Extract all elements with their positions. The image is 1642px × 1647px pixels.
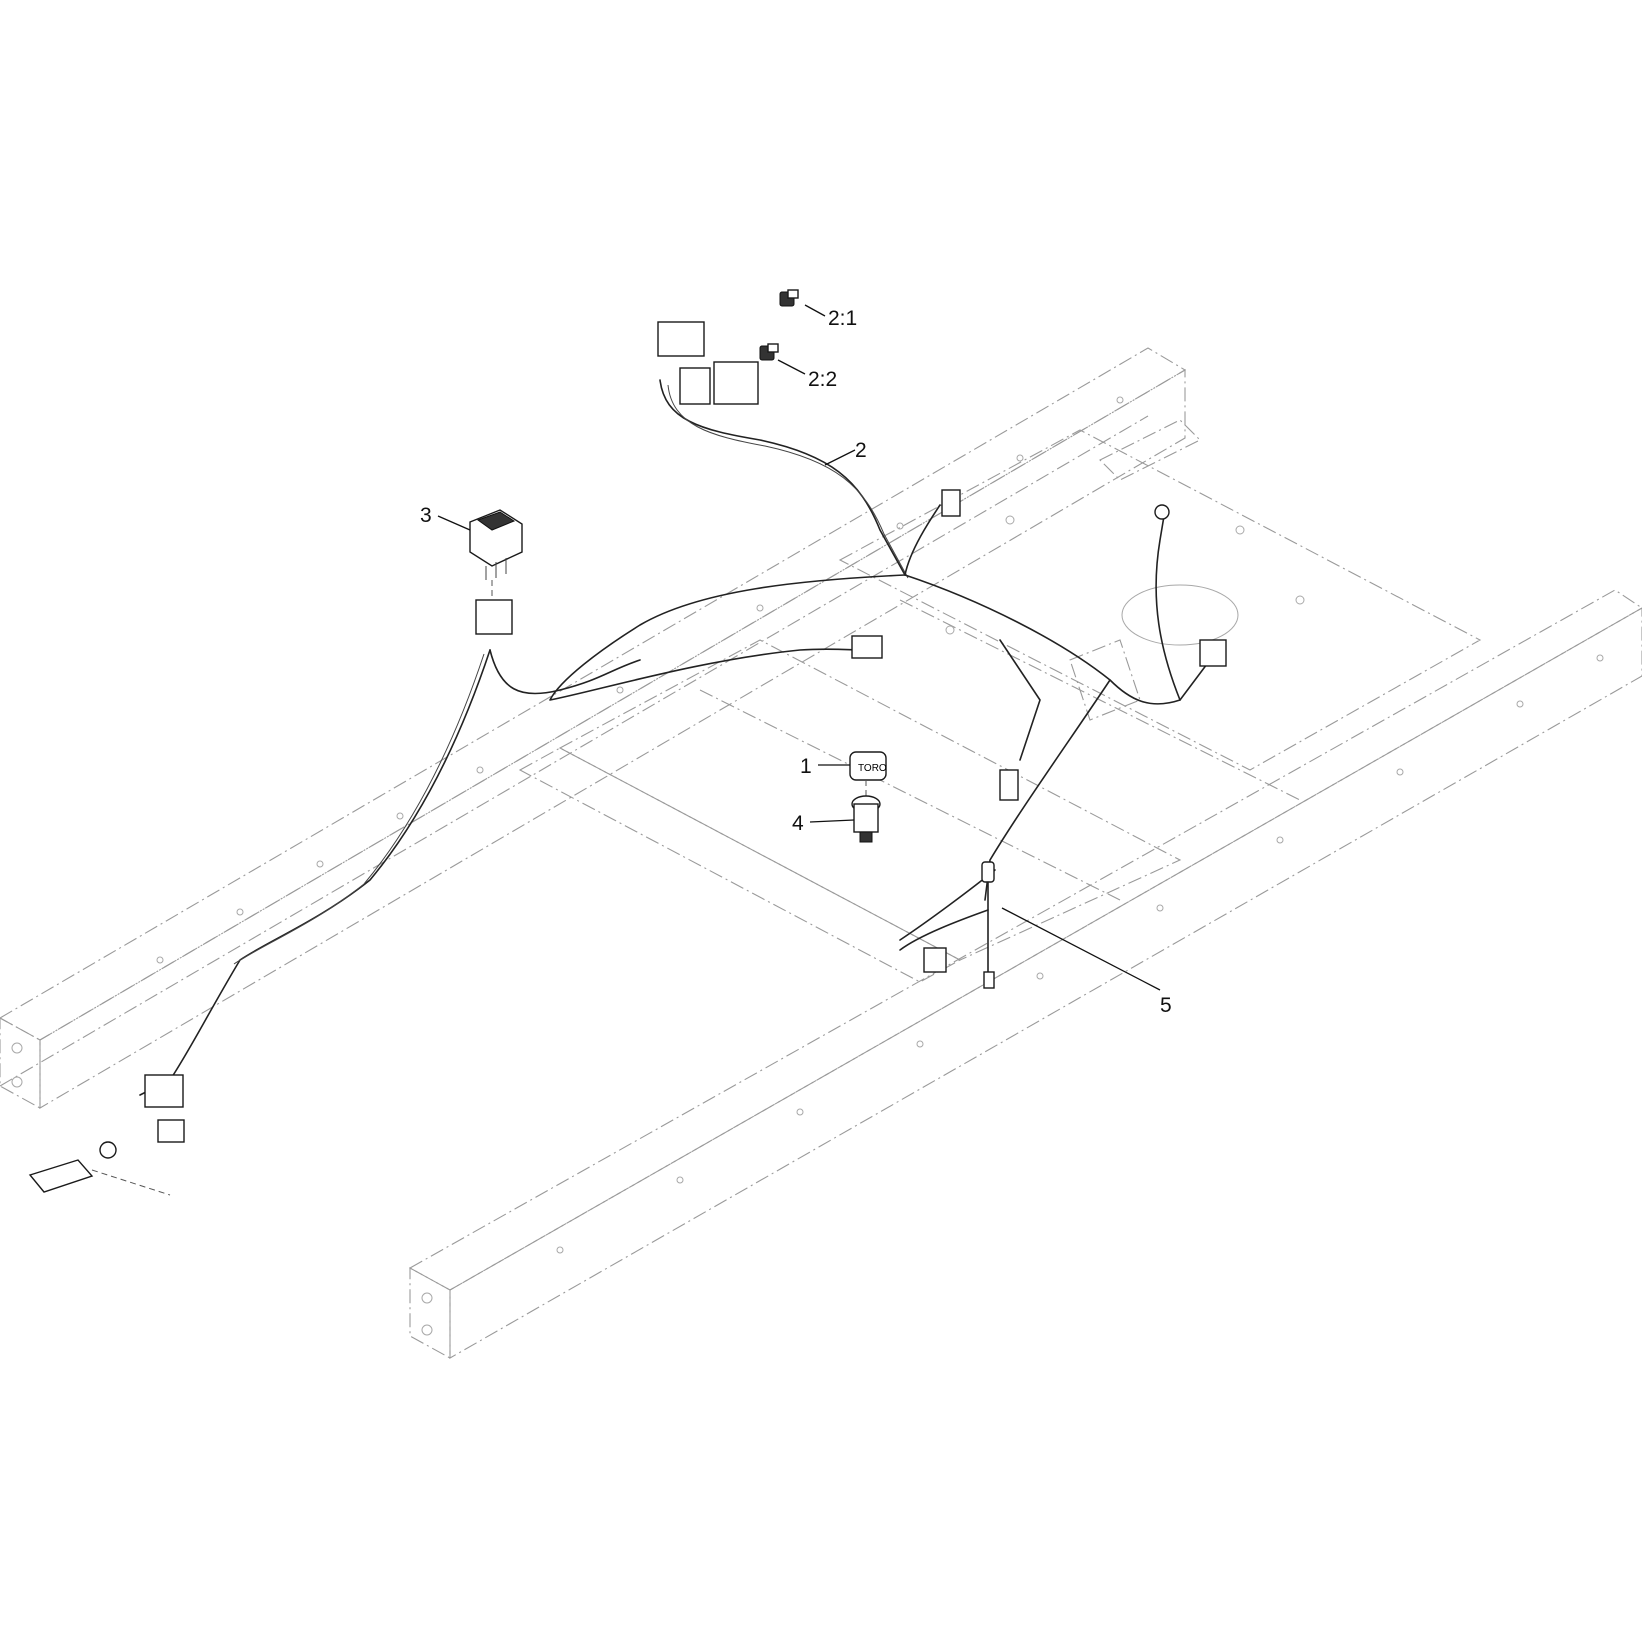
harness-plug-b: [941, 489, 961, 517]
right-frame-rail: [408, 589, 1642, 1359]
sub-harness-plug: [923, 947, 947, 973]
harness-plug-e: [999, 769, 1019, 801]
rail-holes: [156, 396, 1604, 1254]
callout-2-1: 2:1: [828, 307, 857, 330]
harness-plug-d: [1199, 639, 1227, 667]
seat-switch: [28, 1159, 94, 1193]
fuse-block-connector: [657, 321, 705, 357]
main-wire-harness: [139, 379, 1211, 1096]
rocker-switch-connector: [475, 599, 513, 635]
ground-terminal: [99, 1141, 117, 1159]
harness-plug-g: [157, 1119, 185, 1143]
sub-harness: [899, 861, 995, 989]
ring-terminal: [1154, 504, 1170, 520]
relay-connector: [713, 361, 759, 405]
fuse-2-1: [779, 289, 799, 307]
harness-plug-a: [679, 367, 711, 405]
callout-3: 3: [420, 504, 432, 527]
ignition-key: TORO: [849, 751, 887, 796]
callout-2: 2: [855, 439, 867, 462]
harness-plug-f: [144, 1074, 184, 1108]
callout-1: 1: [800, 755, 812, 778]
callout-2-2: 2:2: [808, 368, 837, 391]
harness-plug-c: [851, 635, 883, 659]
ignition-switch: [851, 795, 881, 843]
callout-5: 5: [1160, 994, 1172, 1017]
callout-4: 4: [792, 812, 804, 835]
rocker-switch: [469, 509, 523, 635]
fuse-2-2: [759, 343, 779, 361]
harness-connectors: [28, 321, 1227, 1196]
chassis-frame: [0, 347, 1642, 1359]
cross-members: [518, 419, 1482, 983]
callout-labels: 2:1 2:2 2 3 1 4 5: [420, 307, 1172, 1017]
left-frame-rail: [0, 347, 1187, 1109]
callout-leaders: [437, 304, 1161, 991]
key-tag-text: TORO: [858, 763, 887, 774]
